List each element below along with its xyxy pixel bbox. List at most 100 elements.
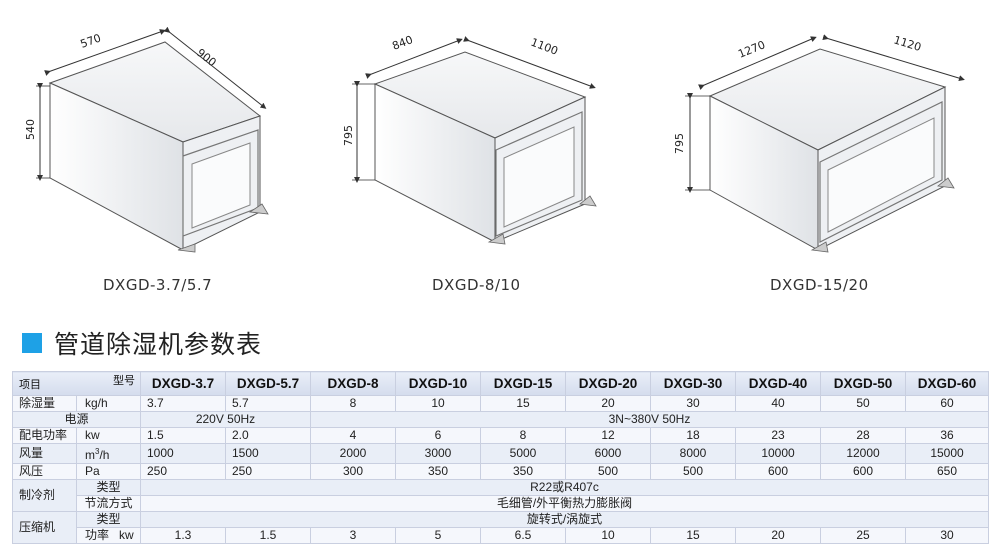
table-row-compressor-type: 压缩机 类型 旋转式/涡旋式: [12, 511, 989, 544]
table-cell: 28: [820, 427, 906, 444]
model-header: DXGD-8: [310, 371, 396, 396]
unit-drawing-1: [36, 26, 269, 253]
table-corner-cell: 型号 项目: [12, 371, 141, 396]
table-cell: 3N~380V 50Hz: [310, 411, 989, 428]
table-cell: 1.3: [140, 527, 226, 544]
table-cell: R22或R407c: [140, 479, 989, 496]
table-cell: 15: [480, 395, 566, 412]
unit-2-width-dim: 840: [390, 33, 414, 53]
model-header: DXGD-3.7: [140, 371, 226, 396]
row-sub-label: 类型: [76, 479, 141, 496]
unit-2-height-dim: 795: [342, 125, 355, 146]
model-header: DXGD-50: [820, 371, 906, 396]
model-header: DXGD-5.7: [225, 371, 311, 396]
model-caption-3: DXGD-15/20: [770, 276, 869, 294]
table-cell: 6: [395, 427, 481, 444]
section-title-text: 管道除湿机参数表: [54, 330, 263, 359]
table-cell: 600: [820, 463, 906, 480]
table-cell: 旋转式/涡旋式: [140, 511, 989, 528]
row-unit: m3/h: [76, 443, 141, 464]
table-cell: 25: [820, 527, 906, 544]
table-row-airflow: 风量 m3/h 1000 1500 2000 3000 5000 6000 80…: [12, 443, 989, 464]
table-cell: 2.0: [225, 427, 311, 444]
table-row-pressure: 风压 Pa 250 250 300 350 350 500 500 600 60…: [12, 463, 989, 480]
table-cell: 20: [565, 395, 651, 412]
dimension-drawings-svg: 570 900 540 840 1100 795: [24, 26, 965, 253]
row-label: 电源: [12, 411, 141, 428]
row-sub-label: 类型: [76, 511, 141, 528]
table-cell: 8000: [650, 443, 736, 464]
row-unit: kg/h: [76, 395, 141, 412]
table-cell: 15000: [905, 443, 989, 464]
unit-2-depth-dim: 1100: [529, 36, 560, 58]
table-cell: 10: [565, 527, 651, 544]
table-cell: 60: [905, 395, 989, 412]
table-cell: 350: [395, 463, 481, 480]
table-cell: 500: [650, 463, 736, 480]
table-cell: 350: [480, 463, 566, 480]
table-cell: 300: [310, 463, 396, 480]
table-row-dehumidification: 除湿量 kg/h 3.7 5.7 8 10 15 20 30 40 50 60: [12, 395, 989, 412]
table-cell: 12000: [820, 443, 906, 464]
table-cell: 650: [905, 463, 989, 480]
table-cell: 6.5: [480, 527, 566, 544]
table-cell: 250: [140, 463, 226, 480]
unit-3-height-dim: 795: [673, 133, 686, 154]
table-cell: 18: [650, 427, 736, 444]
table-cell: 600: [735, 463, 821, 480]
table-row-throttle: 节流方式 毛细管/外平衡热力膨胀阀: [13, 495, 989, 512]
table-cell: 1500: [225, 443, 311, 464]
table-cell: 4: [310, 427, 396, 444]
row-label: 风量: [12, 443, 77, 464]
table-cell: 5: [395, 527, 481, 544]
row-group-label: 制冷剂: [12, 479, 77, 512]
section-title: 管道除湿机参数表: [22, 328, 263, 359]
row-label: 配电功率: [12, 427, 77, 444]
row-label: 除湿量: [12, 395, 77, 412]
table-cell: 2000: [310, 443, 396, 464]
model-caption-2: DXGD-8/10: [432, 276, 521, 294]
row-unit: kw: [76, 427, 141, 444]
model-header: DXGD-40: [735, 371, 821, 396]
row-sub-label: 功率 kw: [76, 527, 141, 544]
section-square-icon: [22, 333, 42, 353]
unit-drawings: 570 900 540 840 1100 795: [24, 26, 965, 294]
model-header: DXGD-20: [565, 371, 651, 396]
table-cell: 250: [225, 463, 311, 480]
model-header: DXGD-15: [480, 371, 566, 396]
table-cell: 20: [735, 527, 821, 544]
table-cell: 5.7: [225, 395, 311, 412]
table-row-refrigerant-type: 制冷剂 类型 R22或R407c: [12, 479, 989, 512]
row-unit: Pa: [76, 463, 141, 480]
table-header-row: 型号 项目 DXGD-3.7 DXGD-5.7 DXGD-8 DXGD-10 D…: [12, 371, 989, 396]
unit-drawing-3: [685, 34, 965, 253]
table-cell: 220V 50Hz: [140, 411, 311, 428]
table-cell: 36: [905, 427, 989, 444]
unit-3-width-dim: 1270: [736, 38, 767, 61]
table-row-power: 配电功率 kw 1.5 2.0 4 6 8 12 18 23 28 36: [12, 427, 989, 444]
unit-drawing-2: [352, 36, 597, 245]
table-cell: 毛细管/外平衡热力膨胀阀: [140, 495, 989, 512]
table-row-compressor-power: 功率 kw 1.3 1.5 3 5 6.5 10 15 20 25 30: [13, 527, 989, 544]
table-row-power-source: 电源 220V 50Hz 3N~380V 50Hz: [12, 411, 989, 428]
table-cell: 50: [820, 395, 906, 412]
table-cell: 30: [905, 527, 989, 544]
table-cell: 15: [650, 527, 736, 544]
model-header: DXGD-30: [650, 371, 736, 396]
table-cell: 8: [480, 427, 566, 444]
row-group-label: 压缩机: [12, 511, 77, 544]
unit-1-height-dim: 540: [24, 119, 37, 140]
table-cell: 12: [565, 427, 651, 444]
table-cell: 3.7: [140, 395, 226, 412]
unit-1-depth-dim: 900: [194, 46, 219, 69]
unit-tail: /h: [99, 448, 110, 462]
unit-sup: 3: [95, 447, 100, 456]
table-cell: 8: [310, 395, 396, 412]
table-cell: 40: [735, 395, 821, 412]
table-cell: 1.5: [225, 527, 311, 544]
sub-label-text: 功率: [85, 528, 110, 543]
table-cell: 1.5: [140, 427, 226, 444]
sub-label-unit: kw: [119, 528, 134, 543]
unit-1-width-dim: 570: [79, 31, 103, 50]
table-cell: 30: [650, 395, 736, 412]
